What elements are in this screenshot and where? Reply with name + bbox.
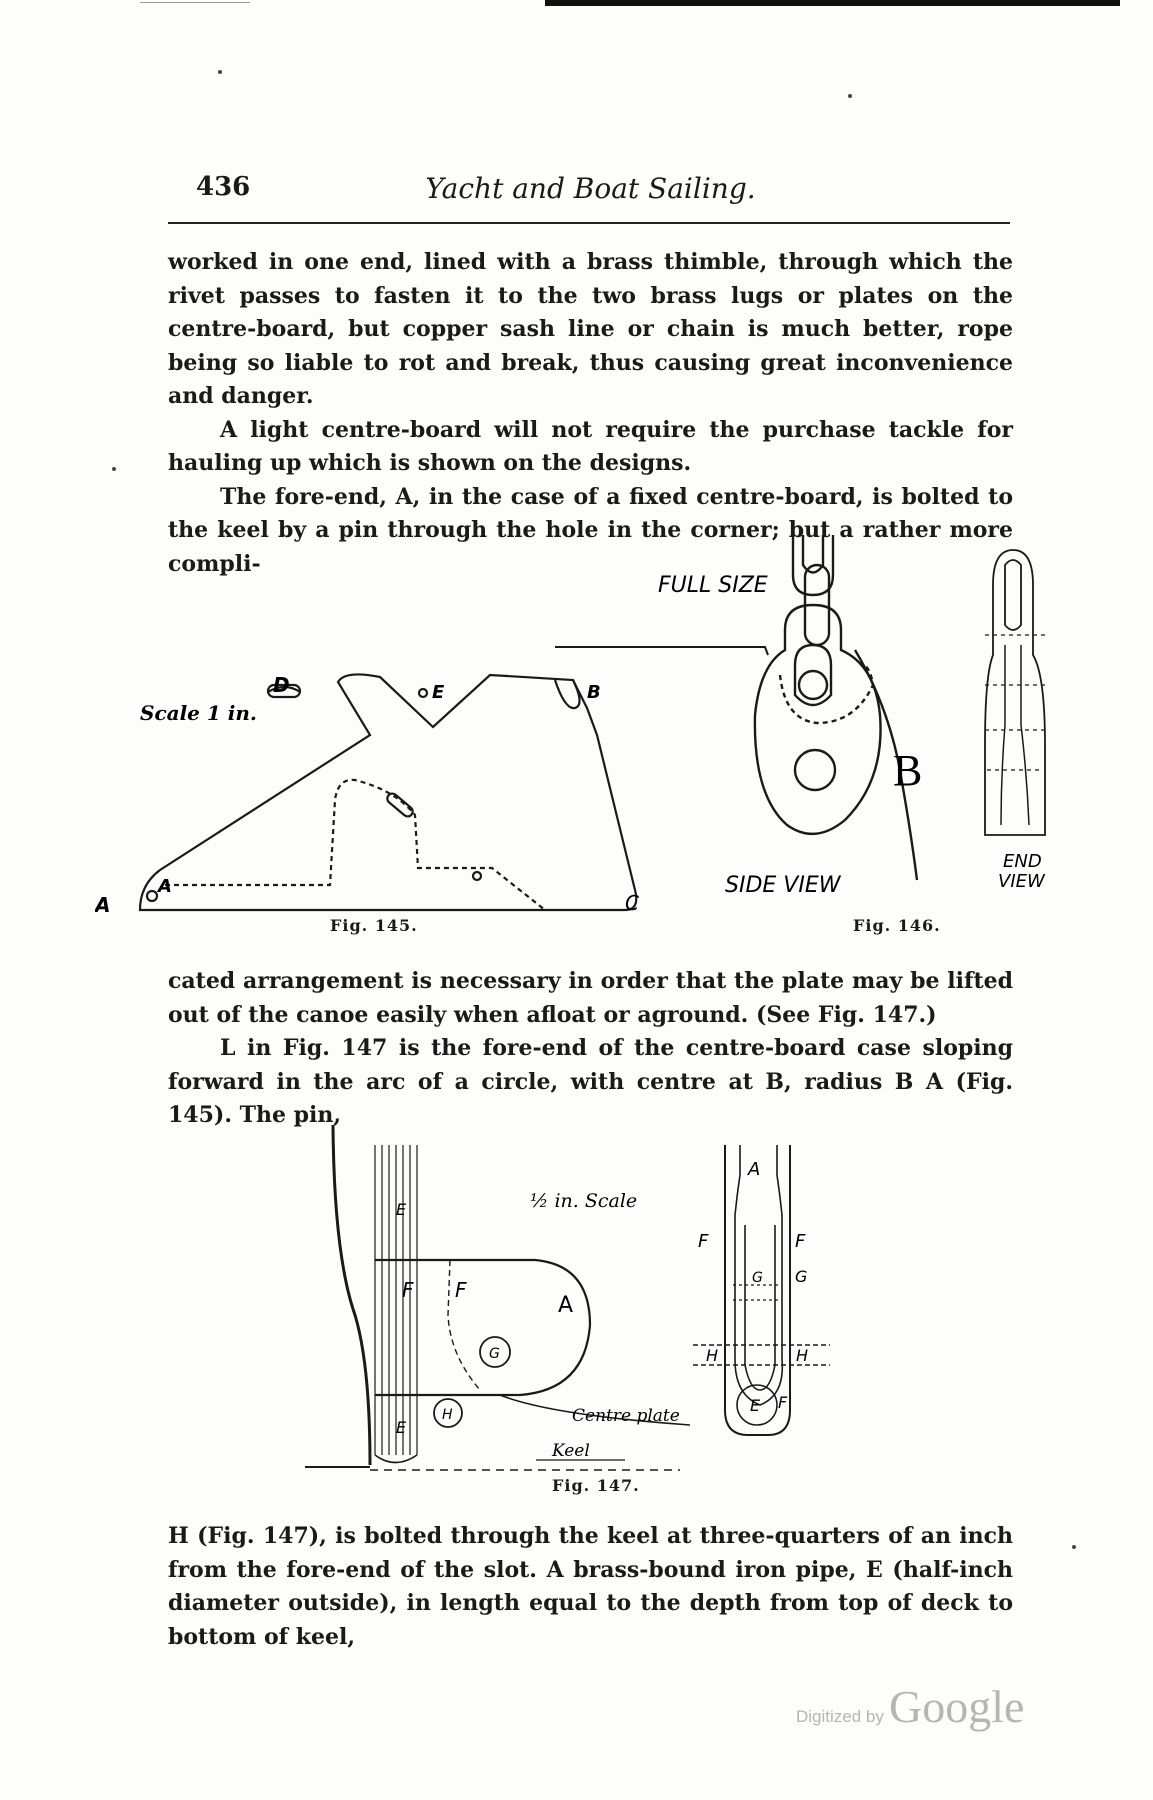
end-case-u [744, 1225, 776, 1391]
end-case-inner [734, 1145, 784, 1406]
fig145-label-e: E [432, 682, 445, 703]
speck [848, 94, 852, 98]
watermark-small: Digitized by [796, 1707, 884, 1726]
paragraph: cated arrangement is necessary in order … [168, 968, 1013, 1028]
shackle-top [791, 535, 835, 597]
fig146-caption: Fig. 146. [853, 916, 941, 935]
fig147-scale: ½ in. Scale [530, 1190, 637, 1212]
fig147-keel: Keel [551, 1441, 590, 1461]
hole-e [417, 687, 429, 699]
figure-145: D E B C A A Scale 1 in. [95, 673, 639, 917]
fig145-scale: Scale 1 in. [140, 701, 257, 725]
fig147-end-a: A [747, 1159, 760, 1180]
page-header: 436 Yacht and Boat Sailing. [168, 172, 1013, 208]
end-h-dash [693, 1344, 830, 1366]
speck [218, 70, 222, 74]
lead-line [555, 646, 769, 656]
plate-lug [375, 1258, 592, 1397]
text-block-bottom: H (Fig. 147), is bolted through the keel… [168, 1520, 1013, 1654]
end-view-label-2: VIEW [998, 871, 1046, 892]
end-view-link [1004, 559, 1022, 631]
fig147-label-f2: F [455, 1278, 467, 1302]
fig147-centre-plate: Centre plate [572, 1406, 680, 1426]
running-title: Yacht and Boat Sailing. [425, 172, 756, 205]
text-block-top: worked in one end, lined with a brass th… [168, 246, 1013, 581]
paragraph: A light centre-board will not require th… [168, 416, 1013, 477]
text-block-middle: cated arrangement is necessary in order … [168, 965, 1013, 1133]
end-view-label-1: END [1003, 851, 1042, 872]
end-pipe-e [736, 1384, 778, 1426]
plate-outline [138, 673, 638, 912]
fig145-label-d: D [273, 673, 290, 697]
full-size-label: FULL SIZE [658, 573, 768, 598]
hole-a [145, 889, 159, 903]
pipe-bottom [374, 1454, 418, 1464]
fig145-label-c: C [625, 891, 639, 915]
fig146-label-b: B [893, 746, 922, 795]
pin-h [433, 1398, 463, 1428]
fig147-end-h-right: H [796, 1346, 808, 1365]
speck [112, 467, 116, 471]
end-case-outer [724, 1145, 791, 1436]
end-view-hidden [985, 634, 1045, 771]
fig147-label-g: G [489, 1346, 500, 1362]
top-border-line [545, 0, 1120, 6]
pin-g [479, 1336, 511, 1368]
board-curve [853, 649, 919, 881]
block-eye [793, 643, 833, 707]
block-pin-hole [793, 748, 837, 792]
centre-plate-line [499, 1394, 691, 1426]
slot-d [267, 685, 301, 693]
slot-oblique [386, 792, 414, 818]
page-number: 436 [196, 172, 251, 202]
block-hidden [778, 661, 875, 725]
figure-146: FULL SIZE B SIDE VIEW END VIEW [555, 535, 1046, 898]
fig145-label-b: B [587, 682, 601, 703]
fig147-label-e-bottom: E [396, 1418, 407, 1437]
slot-d-rect [266, 683, 302, 699]
figure-147: L E E F F A G H ½ in. Scale Centre plate… [305, 1124, 830, 1471]
fig147-end-f-bottom: F [778, 1393, 788, 1412]
paragraph: H (Fig. 147), is bolted through the keel… [168, 1523, 1013, 1650]
fig145-label-a-outer: A [95, 893, 110, 917]
fig147-label-e-top: E [396, 1200, 407, 1219]
fig147-end-g-right: G [795, 1267, 807, 1286]
block-thimble [797, 669, 829, 701]
watermark-logo: Google [888, 1681, 1025, 1732]
end-view-inner [1000, 645, 1030, 826]
fig147-end-f-right: F [795, 1231, 806, 1252]
fig145-caption: Fig. 145. [330, 916, 418, 935]
plate-lug-dashed [447, 1259, 481, 1391]
fig147-label-a: A [558, 1293, 573, 1318]
paragraph: L in Fig. 147 is the fore-end of the cen… [168, 1035, 1013, 1128]
end-g-dash [733, 1284, 780, 1301]
plate-hidden-line [165, 778, 546, 911]
fig147-end-f-left: F [698, 1231, 709, 1252]
fig147-label-f1: F [402, 1278, 414, 1302]
notch-b [553, 679, 581, 710]
top-thin-line [140, 2, 250, 3]
paragraph: The fore-end, A, in the case of a fixed … [168, 483, 1013, 577]
fig147-end-h-left: H [706, 1346, 718, 1365]
fig147-end-e: E [750, 1396, 761, 1415]
paragraph: worked in one end, lined with a brass th… [168, 249, 1013, 409]
shackle-top-inner [801, 535, 825, 574]
header-rule [168, 222, 1010, 224]
fig147-end-g-left: G [752, 1270, 763, 1286]
block-shell [753, 603, 882, 836]
fig145-label-a-inner: A [156, 876, 172, 897]
google-watermark: Digitized by Google [796, 1680, 1024, 1733]
fig147-label-h: H [442, 1407, 453, 1423]
hole-small [471, 870, 483, 882]
case-fore-end-L [331, 1124, 372, 1466]
side-view-label: SIDE VIEW [725, 873, 842, 898]
speck [1072, 1545, 1076, 1549]
fig147-caption: Fig. 147. [552, 1476, 640, 1495]
end-view-outer [984, 549, 1046, 836]
